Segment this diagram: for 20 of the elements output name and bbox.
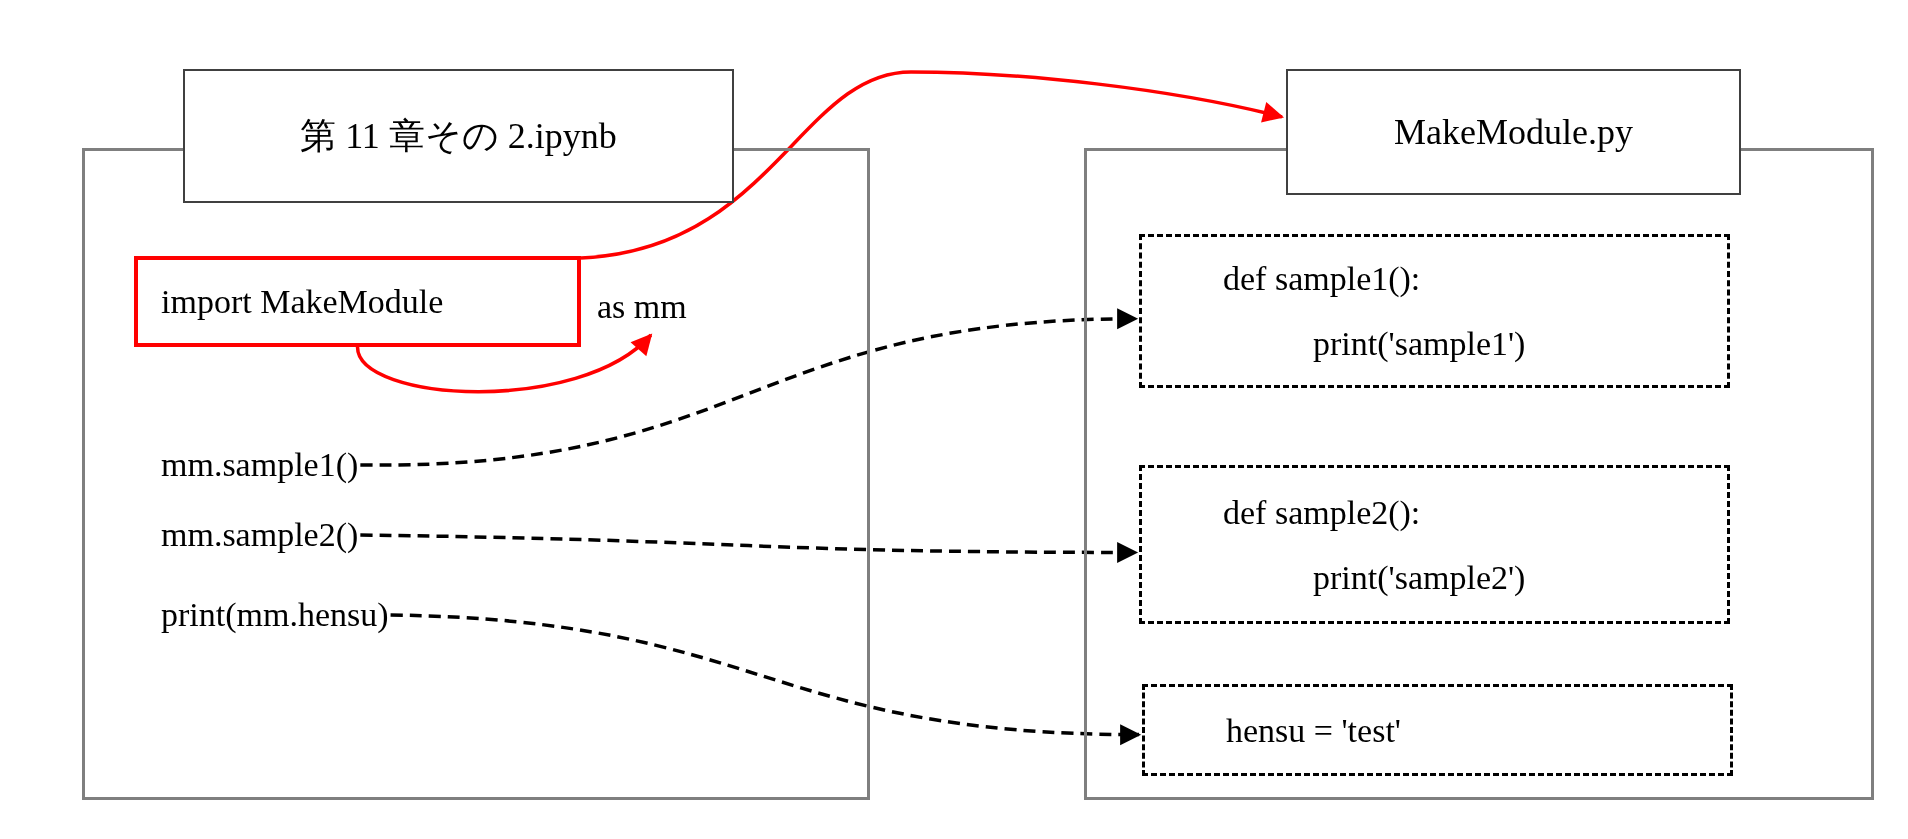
function-box <box>1139 234 1730 388</box>
code-line: print('sample1') <box>1312 324 1527 364</box>
arrow <box>360 308 1139 467</box>
code-text: mm.sample2() <box>161 513 359 557</box>
arrow <box>580 70 1285 260</box>
code-text: mm.sample1() <box>161 443 359 487</box>
arrow <box>355 333 653 394</box>
function-box <box>1139 465 1730 624</box>
code-line: hensu = 'test' <box>1225 710 1402 751</box>
file-name-box: 第 11 章その 2.ipynb <box>183 69 734 203</box>
code-line: def sample1(): <box>1222 259 1422 299</box>
arrow <box>360 533 1139 563</box>
arrow <box>390 613 1142 745</box>
code-line: print('sample2') <box>1312 557 1527 598</box>
highlight-box: import MakeModule <box>134 256 581 347</box>
code-text: print(mm.hensu) <box>161 593 389 637</box>
code-line: def sample2(): <box>1222 492 1422 533</box>
file-name-box: MakeModule.py <box>1286 69 1741 195</box>
variable-box <box>1142 684 1733 776</box>
code-text: as mm <box>597 285 687 329</box>
